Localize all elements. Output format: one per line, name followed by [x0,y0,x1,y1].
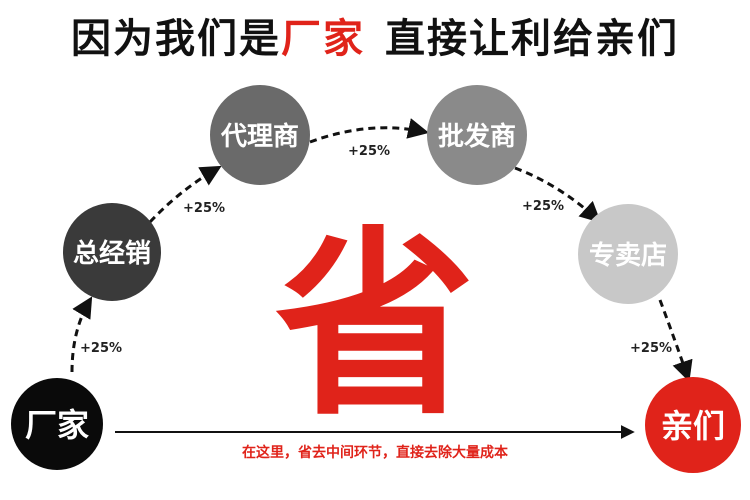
markup-label-1: +25% [80,341,122,356]
node-factory: 厂家 [11,378,103,470]
node-customers-label: 亲们 [661,407,725,445]
node-factory-label: 厂家 [25,406,89,444]
node-wholesaler: 批发商 [427,85,527,185]
arrow-agent-to-wholesaler [309,118,430,144]
bottom-note: 在这里，省去中间环节，直接去除大量成本 [242,444,509,461]
title-part1: 因为我们是 [71,16,281,62]
node-customers: 亲们 [645,377,741,473]
node-retailer: 专卖店 [578,204,678,304]
markup-label-3: +25% [348,144,390,159]
arrow-general-to-agent [148,165,222,224]
node-agent: 代理商 [210,85,310,185]
node-wholesaler-label: 批发商 [438,121,516,152]
arrow-factory-to-general [70,296,93,373]
center-save-char: 省 [275,208,475,443]
node-retailer-label: 专卖店 [589,241,667,271]
title-part2: 直接让利给亲们 [385,16,679,62]
markup-label-4: +25% [522,199,564,214]
arrow-retailer-to-customers [658,299,693,382]
markup-label-5: +25% [630,341,672,356]
node-general-distributor: 总经销 [63,203,161,301]
arrow-wholesaler-to-retailer [514,166,602,223]
markup-label-2: +25% [183,201,225,216]
page-title: 因为我们是厂家直接让利给亲们 [0,6,750,64]
node-agent-label: 代理商 [220,121,299,152]
node-general-distributor-label: 总经销 [73,238,151,269]
title-highlight: 厂家 [281,16,365,62]
